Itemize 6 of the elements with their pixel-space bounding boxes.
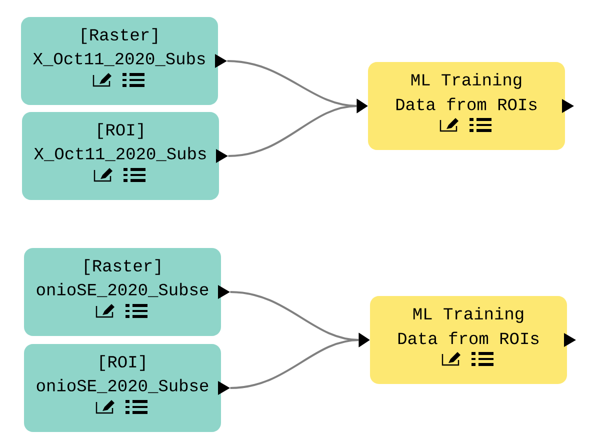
process-box: [ROI] onioSE_2020_Subse bbox=[24, 344, 221, 432]
process-box: ML Training Data from ROIs bbox=[368, 62, 565, 150]
process-box: ML Training Data from ROIs bbox=[370, 296, 567, 384]
process-box: [Raster] X_Oct11_2020_Subs bbox=[21, 17, 218, 105]
process-box: [Raster] onioSE_2020_Subse bbox=[24, 248, 221, 336]
process-box: [ROI] X_Oct11_2020_Subs bbox=[22, 112, 219, 200]
